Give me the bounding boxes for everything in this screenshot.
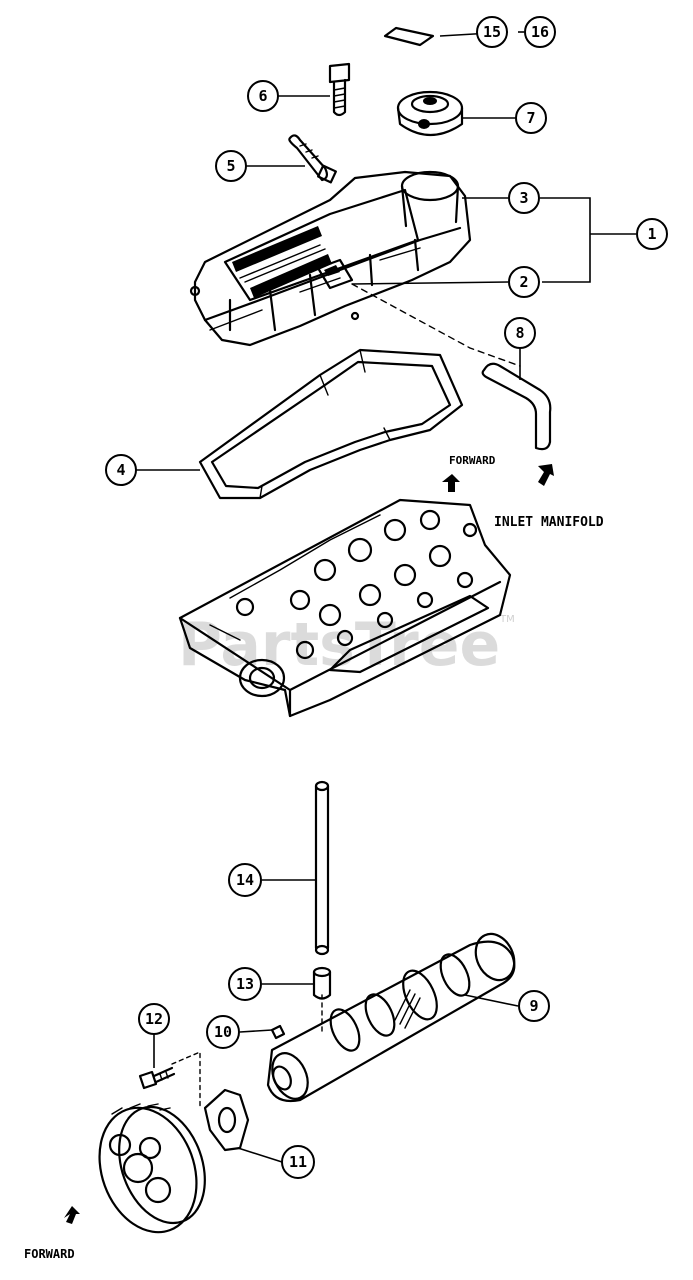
svg-text:8: 8 <box>515 324 524 342</box>
svg-text:5: 5 <box>226 157 235 175</box>
callout-2: 2 <box>508 266 540 298</box>
callout-11: 11 <box>281 1145 315 1179</box>
callout-1: 1 <box>636 218 668 250</box>
part-rocker-cover <box>189 170 472 347</box>
watermark: PartsTree <box>178 610 500 680</box>
part-gear-bolt <box>138 1066 176 1090</box>
forward-arrow-top <box>442 474 460 492</box>
part-cylinder-head <box>178 498 512 718</box>
callout-7: 7 <box>515 102 547 134</box>
part-label-plate <box>383 26 435 47</box>
callout-5: 5 <box>215 150 247 182</box>
svg-text:13: 13 <box>236 975 254 993</box>
part-breather-hose <box>481 362 552 451</box>
forward-label-bottom: FORWARD <box>24 1247 75 1261</box>
callout-15: 15 <box>476 16 508 48</box>
part-breather-link <box>288 134 337 184</box>
breather-dashed-line <box>351 283 521 367</box>
forward-arrow-bottom <box>64 1206 80 1224</box>
leader-lines <box>136 31 636 1163</box>
svg-text:3: 3 <box>519 189 528 207</box>
svg-text:2: 2 <box>519 273 528 291</box>
svg-text:11: 11 <box>289 1153 307 1171</box>
svg-text:4: 4 <box>116 461 125 479</box>
part-key <box>270 1024 286 1040</box>
callout-4: 4 <box>105 454 137 486</box>
part-thrust-plate <box>203 1088 250 1152</box>
inlet-arrow <box>538 464 554 486</box>
svg-text:14: 14 <box>236 871 254 889</box>
callout-3: 3 <box>508 182 540 214</box>
svg-text:1: 1 <box>647 225 656 243</box>
callout-9: 9 <box>518 990 550 1022</box>
svg-text:15: 15 <box>483 23 501 41</box>
svg-text:9: 9 <box>529 997 538 1015</box>
callout-8: 8 <box>504 317 536 349</box>
part-filler-cap <box>396 90 464 136</box>
part-bolt <box>328 62 351 117</box>
watermark-trademark: TM <box>499 614 515 625</box>
svg-text:16: 16 <box>531 23 549 41</box>
part-tappet <box>312 966 332 1000</box>
inlet-manifold-label: INLET MANIFOLD <box>494 515 604 530</box>
part-push-rod <box>314 780 330 956</box>
callout-10: 10 <box>206 1015 240 1049</box>
part-cover-gasket <box>198 348 464 500</box>
callout-6: 6 <box>247 80 279 112</box>
svg-text:10: 10 <box>214 1023 232 1041</box>
part-cam-gear <box>98 1103 206 1234</box>
callout-16: 16 <box>524 16 556 48</box>
svg-text:12: 12 <box>145 1010 163 1028</box>
svg-text:6: 6 <box>258 87 267 105</box>
callout-13: 13 <box>228 967 262 1001</box>
callout-12: 12 <box>138 1003 170 1035</box>
forward-label-top: FORWARD <box>449 454 496 467</box>
svg-text:7: 7 <box>526 109 535 127</box>
part-camshaft <box>266 932 516 1103</box>
callout-14: 14 <box>228 863 262 897</box>
